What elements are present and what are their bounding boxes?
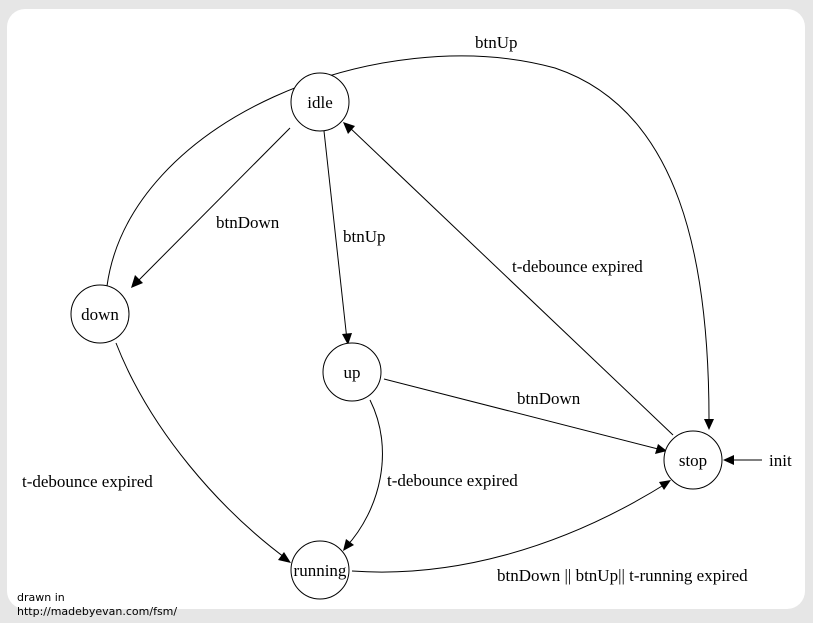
edge-label-idle-to-down: btnDown <box>216 213 280 232</box>
edge-label-idle-to-up: btnUp <box>343 227 386 246</box>
arrowhead-idle-to-up <box>342 333 352 345</box>
edge-label-up-to-stop: btnDown <box>517 389 581 408</box>
edge-up-to-running <box>345 399 383 548</box>
state-label-up: up <box>344 363 361 382</box>
arrowhead-down-to-stop <box>704 419 714 430</box>
credit-note: drawn in http://madebyevan.com/fsm/ <box>17 591 177 619</box>
edge-down-to-stop <box>106 55 710 429</box>
edge-stop-to-idle <box>347 125 674 436</box>
edge-idle-to-down <box>135 127 291 284</box>
state-label-stop: stop <box>679 451 707 470</box>
arrowhead-idle-to-down <box>131 275 143 288</box>
state-label-down: down <box>81 305 119 324</box>
edge-idle-to-up <box>323 130 348 341</box>
state-idle[interactable]: idle <box>290 72 350 132</box>
credit-link[interactable]: http://madebyevan.com/fsm/ <box>17 605 178 618</box>
state-label-running: running <box>294 561 347 580</box>
state-label-idle: idle <box>307 93 333 112</box>
arrowhead-stop-to-idle <box>343 122 355 134</box>
arrowhead-running-to-stop <box>659 480 671 490</box>
edge-up-to-stop <box>383 378 663 451</box>
edge-down-to-running <box>115 342 289 561</box>
credit-line-1: drawn in <box>17 591 65 604</box>
arrowhead-init <box>723 455 734 465</box>
state-running[interactable]: running <box>290 540 350 600</box>
diagram-canvas <box>7 9 805 609</box>
edge-label-up-to-running: t-debounce expired <box>387 471 518 490</box>
edge-label-running-to-stop: btnDown || btnUp|| t-running expired <box>497 566 748 585</box>
edge-label-down-to-stop: btnUp <box>475 33 518 52</box>
arrowhead-up-to-running <box>343 539 354 551</box>
state-down[interactable]: down <box>70 284 130 344</box>
arrowhead-down-to-running <box>278 552 291 563</box>
state-stop[interactable]: stop <box>663 430 723 490</box>
arrowhead-up-to-stop <box>655 444 667 454</box>
edge-label-down-to-running: t-debounce expired <box>22 472 153 491</box>
edge-label-init: init <box>769 451 792 470</box>
state-up[interactable]: up <box>322 342 382 402</box>
edge-label-stop-to-idle: t-debounce expired <box>512 257 643 276</box>
edge-running-to-stop <box>351 482 668 573</box>
